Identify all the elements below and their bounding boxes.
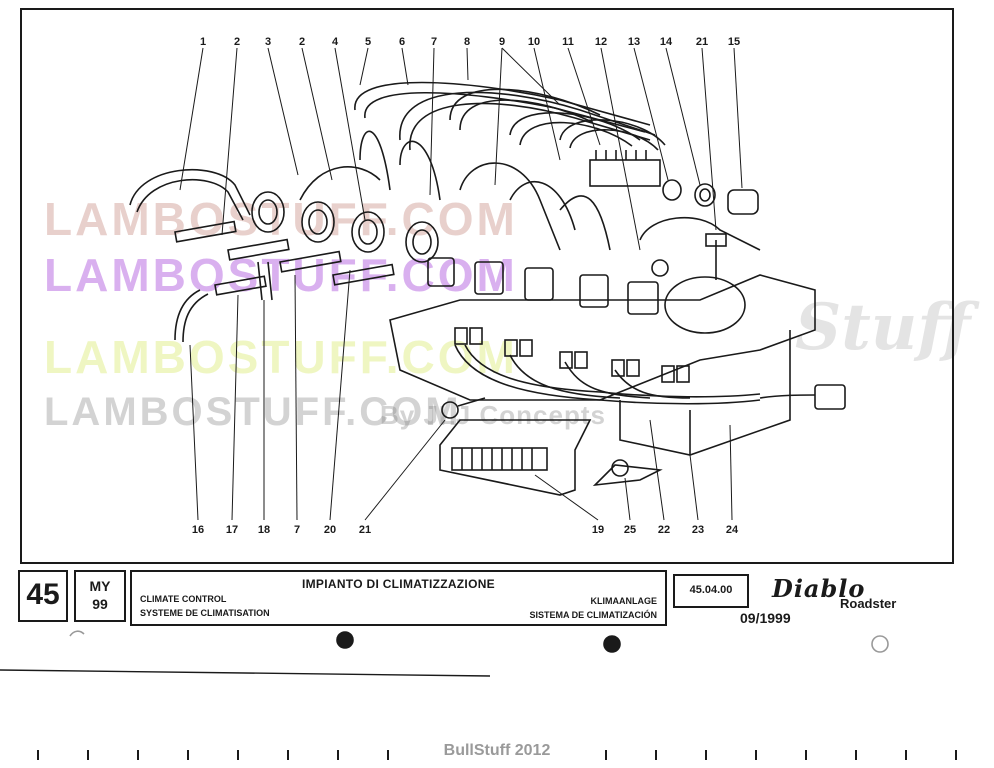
title-german: KLIMAANLAGE bbox=[590, 596, 658, 606]
callout-label: 3 bbox=[264, 36, 272, 48]
callout-label: 2 bbox=[233, 36, 241, 48]
callout-label: 19 bbox=[591, 524, 605, 536]
callout-label: 22 bbox=[657, 524, 671, 536]
wiring-harness bbox=[454, 327, 846, 410]
callout-label: 24 bbox=[725, 524, 739, 536]
ruler-ticks bbox=[37, 750, 957, 760]
title-italian: IMPIANTO DI CLIMATIZZAZIONE bbox=[302, 577, 495, 591]
callout-label: 7 bbox=[430, 36, 438, 48]
vacuum-actuators bbox=[251, 191, 439, 263]
callout-label: 2 bbox=[298, 36, 306, 48]
callout-label: 21 bbox=[358, 524, 372, 536]
callout-label: 9 bbox=[498, 36, 506, 48]
callout-label: 10 bbox=[527, 36, 541, 48]
callout-label: 6 bbox=[398, 36, 406, 48]
watermark-credit: By JLJ Concepts bbox=[380, 400, 606, 430]
footer-credit: BullStuff 2012 bbox=[443, 742, 551, 759]
callout-label: 7 bbox=[293, 524, 301, 536]
callout-label: 25 bbox=[623, 524, 637, 536]
model-name: Roadster bbox=[840, 596, 897, 611]
solenoid-valves bbox=[427, 257, 669, 315]
binder-holes bbox=[69, 630, 889, 653]
callout-label: 14 bbox=[659, 36, 673, 48]
reference-code-box: 45.04.00 bbox=[673, 574, 749, 608]
control-unit bbox=[439, 419, 663, 496]
reference-code: 45.04.00 bbox=[689, 584, 733, 596]
callout-label: 23 bbox=[691, 524, 705, 536]
vacuum-hoses bbox=[129, 81, 761, 343]
watermark-text: LAMBOSTUFF.COM bbox=[44, 331, 518, 383]
callout-label: 18 bbox=[257, 524, 271, 536]
title-spanish: SISTEMA DE CLIMATIZACIÓN bbox=[529, 610, 658, 620]
issue-date: 09/1999 bbox=[740, 610, 791, 626]
callout-label: 11 bbox=[562, 36, 574, 48]
callout-label: 4 bbox=[331, 36, 339, 48]
callout-label: 20 bbox=[323, 524, 337, 536]
divider bbox=[0, 669, 491, 677]
model-year-value: 99 bbox=[92, 596, 108, 612]
page-number-box: 45 bbox=[18, 570, 68, 622]
watermark-script: Stuff bbox=[795, 290, 971, 365]
leader-lines bbox=[179, 47, 743, 521]
callout-label: 13 bbox=[627, 36, 641, 48]
callout-label: 5 bbox=[364, 36, 372, 48]
callout-label: 8 bbox=[463, 36, 471, 48]
hose-manifold bbox=[589, 150, 661, 187]
callout-label: 16 bbox=[191, 524, 205, 536]
model-year-box: MY 99 bbox=[74, 570, 126, 622]
brand-logo: Diablo bbox=[772, 574, 866, 603]
title-box: IMPIANTO DI CLIMATIZZAZIONE CLIMATE CONT… bbox=[130, 570, 667, 626]
page-number: 45 bbox=[26, 578, 60, 611]
bolt bbox=[441, 397, 486, 419]
straight-tubes bbox=[174, 220, 395, 301]
callout-label: 1 bbox=[199, 36, 207, 48]
fittings bbox=[662, 179, 759, 280]
callout-label: 15 bbox=[727, 36, 741, 48]
title-english: CLIMATE CONTROL bbox=[140, 594, 227, 604]
callout-label: 21 bbox=[695, 36, 709, 48]
title-french: SYSTEME DE CLIMATISATION bbox=[140, 608, 270, 618]
watermark-text: LAMBOSTUFF.COM bbox=[44, 390, 462, 434]
callout-label: 17 bbox=[225, 524, 239, 536]
watermark-text: LAMBOSTUFF.COM bbox=[44, 193, 518, 245]
model-year-label: MY bbox=[89, 578, 111, 594]
diagram-frame bbox=[20, 8, 954, 564]
callout-label: 12 bbox=[594, 36, 608, 48]
